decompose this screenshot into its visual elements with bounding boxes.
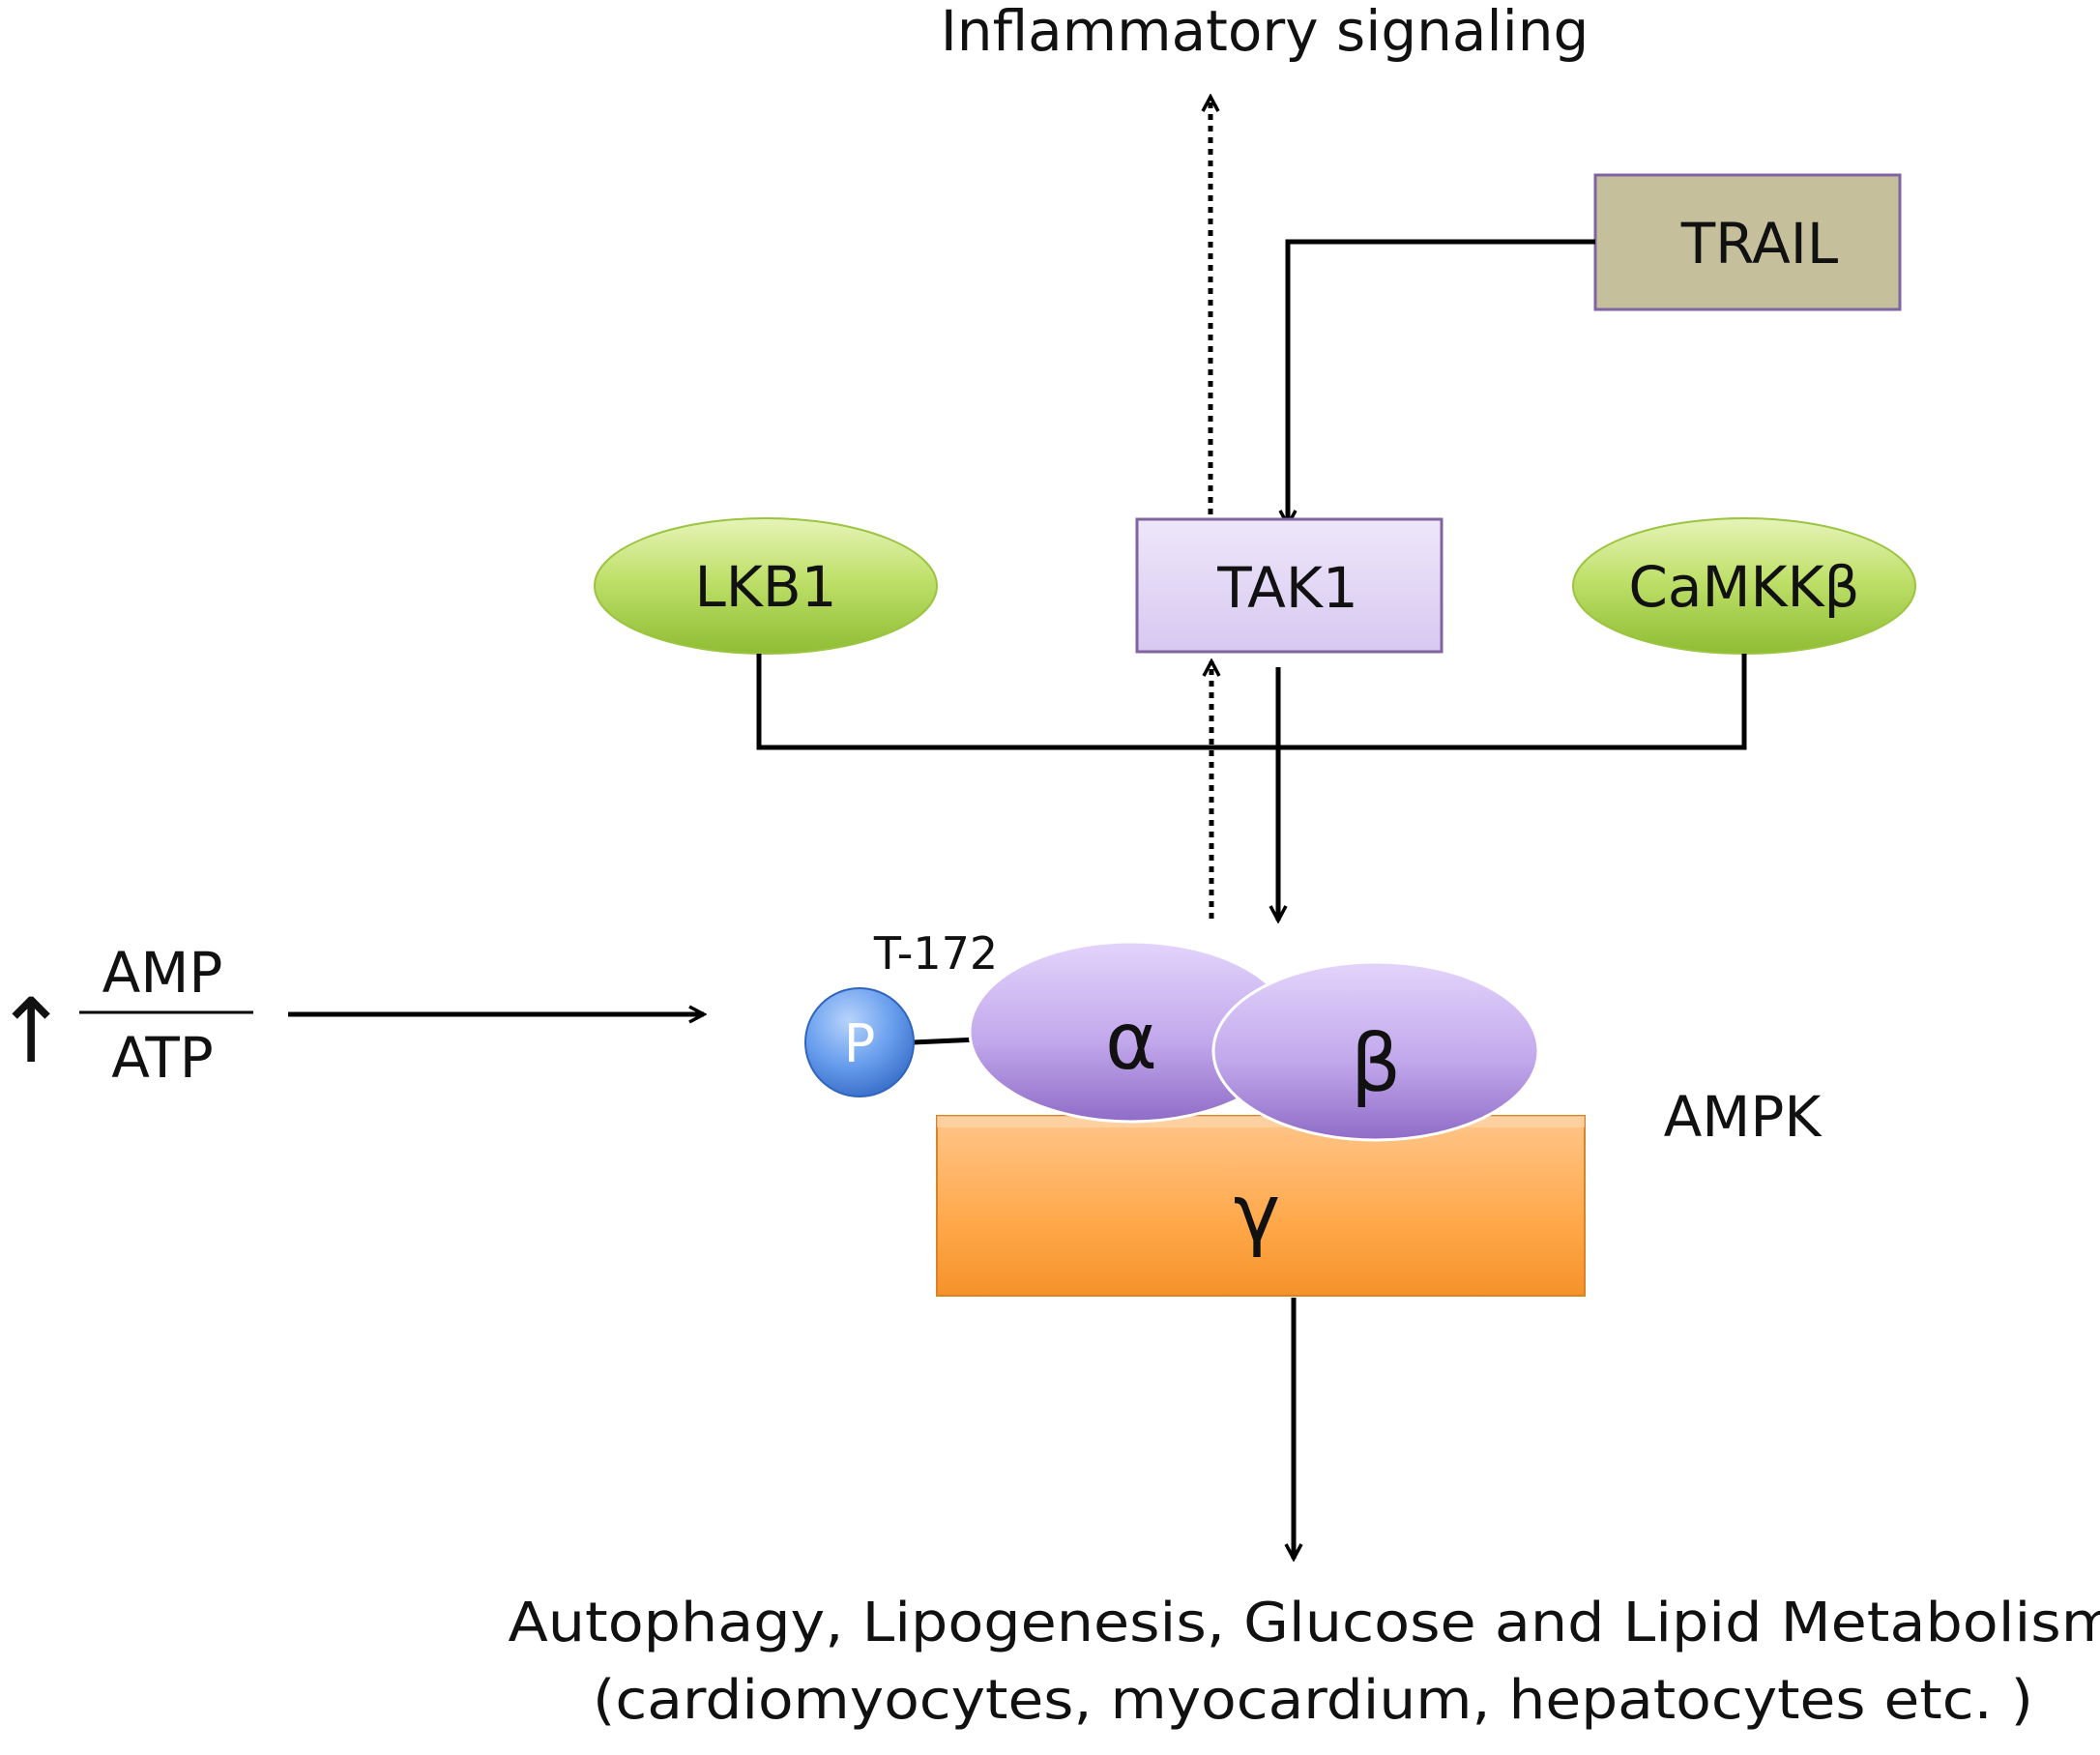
t172-label: T-172	[873, 927, 998, 980]
phospho-bond	[913, 1039, 978, 1042]
gamma-label: γ	[1234, 1168, 1281, 1260]
camkkb-node: CaMKKβ	[1573, 518, 1915, 654]
trail-node: TRAIL	[1595, 175, 1900, 309]
lkb1-label: LKB1	[694, 554, 836, 620]
amp-label: AMP	[102, 940, 223, 1006]
camkkb-label: CaMKKβ	[1628, 554, 1859, 620]
tak1-label: TAK1	[1216, 555, 1358, 621]
increase-arrow-icon: ↑	[0, 980, 69, 1083]
trail-to-tak1-arrow	[1288, 242, 1595, 525]
kinase-bracket-line	[759, 654, 1744, 747]
trail-label: TRAIL	[1680, 211, 1838, 277]
lkb1-node: LKB1	[595, 518, 937, 654]
atp-label: ATP	[111, 1025, 214, 1091]
ampk-complex: T-172 γ α β P	[805, 927, 1585, 1296]
ampk-name-label: AMPK	[1664, 1084, 1823, 1150]
amp-atp-ratio: ↑ AMP ATP	[0, 940, 253, 1091]
beta-label: β	[1351, 1018, 1401, 1110]
tak1-node: TAK1	[1137, 519, 1442, 652]
outcome-line-2: (cardiomyocytes, myocardium, hepatocytes…	[593, 1669, 2033, 1732]
alpha-label: α	[1105, 996, 1157, 1088]
phospho-label: P	[844, 1013, 876, 1074]
inflammatory-signaling-label: Inflammatory signaling	[941, 0, 1590, 64]
outcome-line-1: Autophagy, Lipogenesis, Glucose and Lipi…	[509, 1592, 2100, 1654]
